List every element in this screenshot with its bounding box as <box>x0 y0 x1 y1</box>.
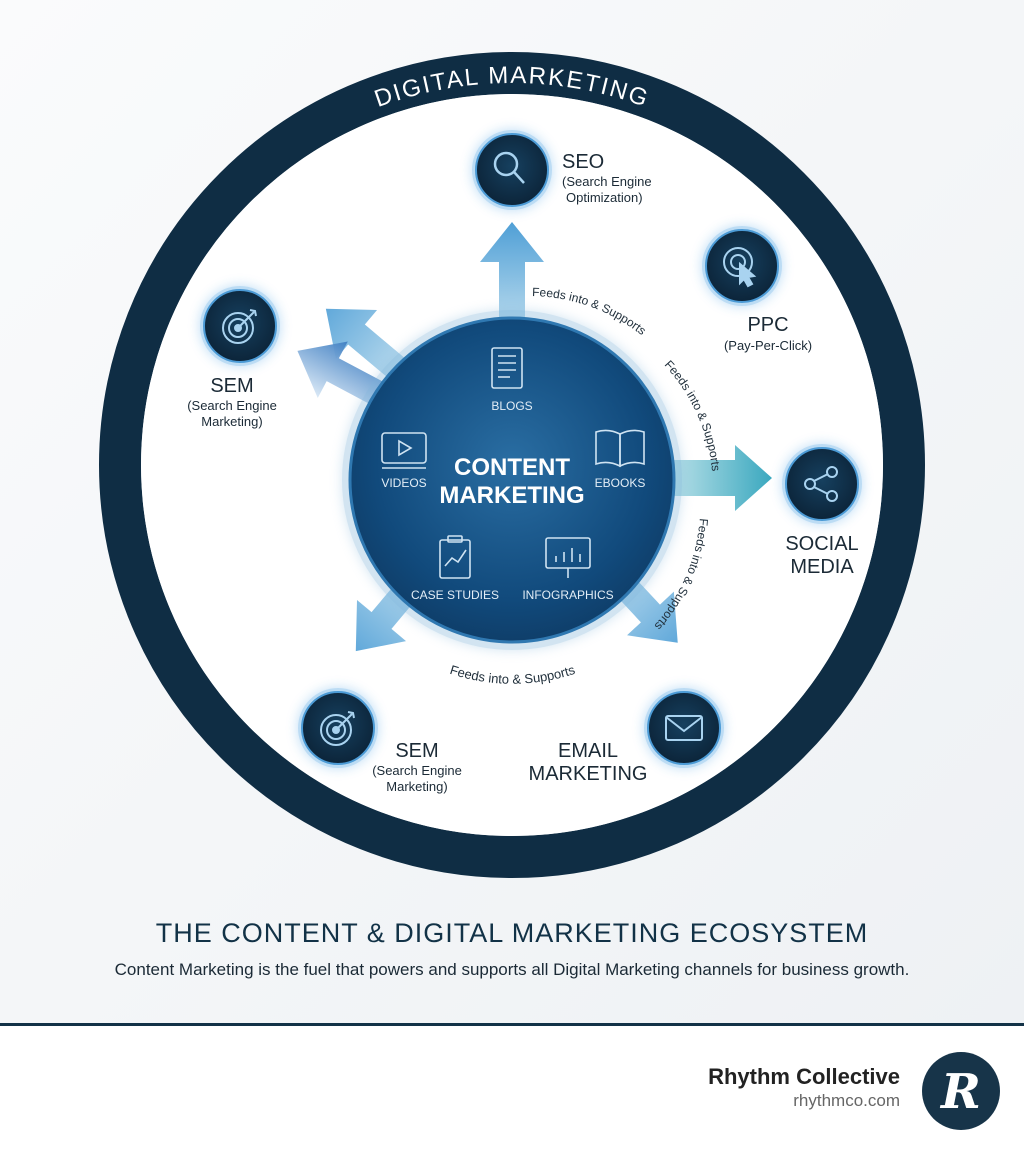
seo-sub1: (Search Engine <box>562 174 652 189</box>
ppc-sub1: (Pay-Per-Click) <box>724 338 812 353</box>
blog-icon <box>491 347 523 389</box>
sem-left-sub2: Marketing) <box>201 414 262 429</box>
sem-left-title: SEM <box>210 375 253 397</box>
node-seo <box>472 130 552 210</box>
target-icon <box>222 309 257 344</box>
content-marketing-circle <box>348 316 676 644</box>
item-blogs: BLOGS <box>491 399 532 413</box>
center-title-line2: MARKETING <box>439 482 584 509</box>
ebook-icon <box>595 429 645 468</box>
node-sem-left <box>200 286 280 366</box>
item-case-studies: CASE STUDIES <box>411 588 499 602</box>
social-title-line2: MEDIA <box>790 556 854 578</box>
sem-bottom-sub1: (Search Engine <box>372 763 462 778</box>
brand-url[interactable]: rhythmco.com <box>793 1091 900 1110</box>
item-infographics: INFOGRAPHICS <box>522 588 613 602</box>
sem-bottom-title: SEM <box>395 740 438 762</box>
logo-letter: R <box>939 1064 981 1120</box>
ecosystem-subtitle: Content Marketing is the fuel that power… <box>114 960 910 979</box>
sem-left-sub1: (Search Engine <box>187 398 277 413</box>
arrow-to-seo <box>480 222 544 360</box>
node-social-media <box>782 444 862 524</box>
brand-logo: R <box>922 1052 1000 1130</box>
ecosystem-title: THE CONTENT & DIGITAL MARKETING ECOSYSTE… <box>155 918 869 948</box>
envelope-icon <box>665 715 703 741</box>
seo-sub2: Optimization) <box>566 190 643 205</box>
email-title-line1: EMAIL <box>558 740 618 762</box>
video-icon <box>381 432 427 469</box>
footer-divider <box>0 1023 1024 1026</box>
ppc-title: PPC <box>747 314 788 336</box>
brand-name: Rhythm Collective <box>708 1064 900 1089</box>
ecosystem-diagram: DIGITAL MARKETING DIGITAL MARKETING Feed… <box>99 52 925 878</box>
seo-title: SEO <box>562 151 604 173</box>
node-sem-bottom <box>298 688 378 768</box>
digital-marketing-ring <box>99 52 925 878</box>
center-title-line1: CONTENT <box>454 454 570 481</box>
item-ebooks: EBOOKS <box>595 476 646 490</box>
logo-mark: R <box>939 1064 981 1120</box>
node-email-marketing <box>644 688 724 768</box>
email-title-line2: MARKETING <box>529 763 648 785</box>
clipboard-chart-icon <box>439 535 471 579</box>
item-videos: VIDEOS <box>381 476 426 490</box>
target-icon <box>320 711 355 746</box>
social-title-line1: SOCIAL <box>785 533 858 555</box>
sem-bottom-sub2: Marketing) <box>386 779 447 794</box>
cursor-click-icon <box>723 247 757 288</box>
infographic-icon <box>545 537 591 578</box>
node-ppc <box>702 226 782 306</box>
share-icon <box>804 466 838 502</box>
magnifier-icon <box>493 151 525 184</box>
